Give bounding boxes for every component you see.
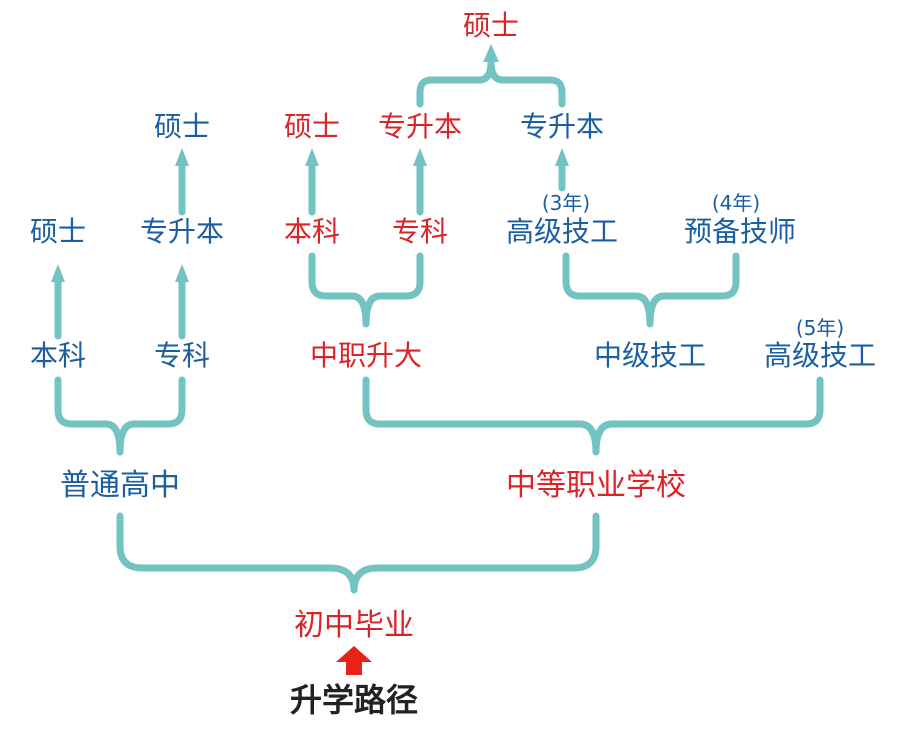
general-jc-master: 硕士 (153, 110, 211, 143)
arrowhead-top-master (483, 44, 499, 62)
senior-tech-5yr-duration: (5年) (795, 316, 845, 340)
vocational-jc-upgrade: 专升本 (377, 110, 463, 143)
senior-tech-5yr: 高级技工 (763, 339, 877, 372)
red-up-arrow-icon (336, 646, 372, 675)
general-undergrad: 本科 (29, 339, 87, 372)
intermediate-tech: 中级技工 (593, 339, 707, 372)
senior-tech: 高级技工 (505, 215, 619, 248)
brace-vocational-school (362, 376, 824, 456)
junior-high-graduation: 初中毕业 (294, 608, 414, 643)
general-high-school: 普通高中 (60, 468, 180, 503)
brace-junior-high (116, 512, 600, 594)
brace-general-high-school (54, 376, 186, 456)
brace-top-master (416, 58, 566, 108)
general-undergrad-master: 硕士 (29, 215, 87, 248)
brace-intermediate-tech (562, 252, 740, 328)
senior-tech-duration: (3年) (541, 191, 591, 215)
top-master: 硕士 (462, 9, 520, 42)
vocational-school: 中等职业学校 (506, 468, 686, 503)
arrows-up (51, 148, 569, 340)
reserve-tech: 预备技师 (683, 215, 797, 248)
vocational-junior-college: 专科 (391, 215, 449, 248)
senior-tech-upgrade: 专升本 (519, 110, 605, 143)
college-entry: 中职升大 (309, 339, 423, 372)
reserve-tech-duration: (4年) (711, 191, 761, 215)
diagram-title: 升学路径 (289, 681, 419, 719)
brace-college-entry (308, 252, 424, 328)
vocational-undergrad-master: 硕士 (283, 110, 341, 143)
general-junior-college: 专科 (153, 339, 211, 372)
general-jc-upgrade: 专升本 (139, 215, 225, 248)
vocational-undergrad: 本科 (283, 215, 341, 248)
